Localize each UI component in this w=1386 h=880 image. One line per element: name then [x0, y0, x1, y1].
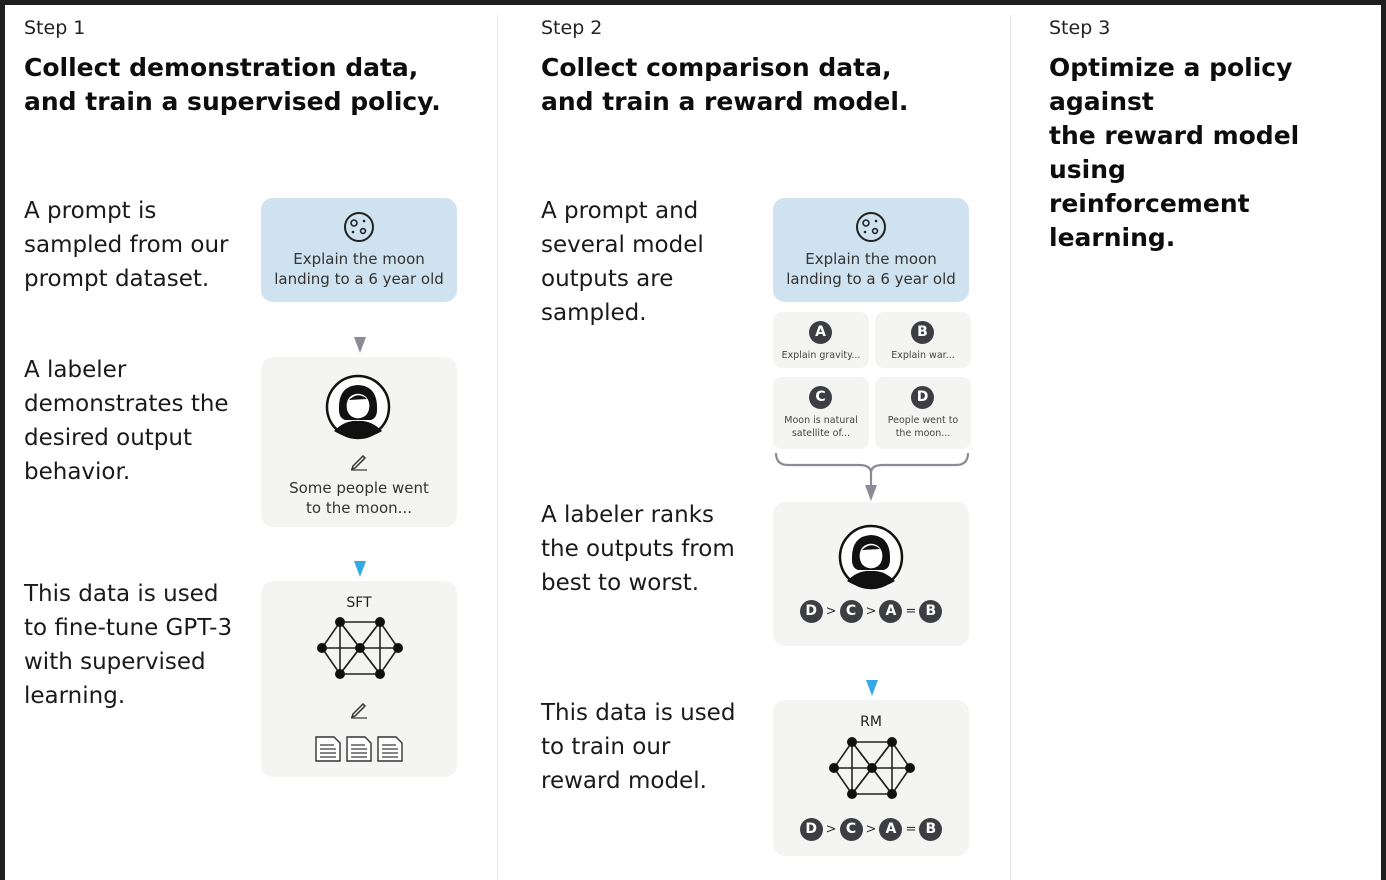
- pencil-icon: [350, 454, 367, 471]
- rank-badge: D: [799, 599, 823, 623]
- ranking-sequence: D > C > A = B: [773, 817, 969, 841]
- prompt-text: Explain the moon landing to a 6 year old: [786, 250, 956, 288]
- step-description: A labeler demonstrates the desired outpu…: [24, 357, 229, 485]
- rank-badge: C: [839, 599, 863, 623]
- step-description: A prompt is sampled from our prompt data…: [24, 198, 229, 292]
- step-title: Collect demonstration data, and train a …: [24, 53, 441, 116]
- step-label: Step 3: [1049, 17, 1111, 39]
- output-text: Explain war...: [891, 350, 955, 361]
- rank-badge: A: [879, 817, 903, 841]
- output-letter-badge: A: [809, 321, 832, 344]
- column-divider: [497, 15, 498, 880]
- labeler-avatar-icon: [838, 524, 904, 590]
- down-arrow-icon: [354, 561, 366, 577]
- prompt-card: Explain the moon landing to a 6 year old: [261, 198, 457, 302]
- rank-badge: B: [919, 817, 943, 841]
- rank-operator: >: [825, 603, 837, 619]
- step-title: Optimize a policy against the reward mod…: [1049, 53, 1300, 252]
- rank-badge: C: [839, 817, 863, 841]
- down-arrow-icon: [354, 337, 366, 353]
- rank-operator: >: [865, 821, 877, 837]
- pencil-icon: [350, 702, 367, 719]
- output-text: People went to the moon...: [887, 415, 959, 439]
- prompt-text: Explain the moon landing to a 6 year old: [274, 250, 444, 288]
- rank-badge: B: [919, 599, 943, 623]
- demonstration-card: Some people went to the moon...: [261, 357, 457, 527]
- output-letter-badge: C: [809, 386, 832, 409]
- step-description: This data is used to train our reward mo…: [541, 700, 736, 794]
- sft-model-card: SFT: [261, 581, 457, 777]
- ranking-sequence: D > C > A = B: [773, 599, 969, 623]
- output-letter-badge: D: [911, 386, 934, 409]
- column-divider: [1010, 15, 1011, 880]
- step-description: This data is used to fine-tune GPT-3 wit…: [24, 581, 233, 709]
- output-card-d: D People went to the moon...: [875, 377, 971, 449]
- moon-icon: [344, 212, 374, 242]
- ranking-card: D > C > A = B: [773, 502, 969, 646]
- bracket-merge-icon: [774, 452, 970, 501]
- moon-icon: [856, 212, 886, 242]
- step-label: Step 2: [541, 17, 603, 39]
- rank-badge: A: [879, 599, 903, 623]
- output-card-b: B Explain war...: [875, 312, 971, 368]
- demonstration-text: Some people went to the moon...: [289, 479, 429, 517]
- rank-operator: >: [865, 603, 877, 619]
- neural-network-icon: [829, 737, 915, 799]
- rank-operator: >: [825, 821, 837, 837]
- output-card-c: C Moon is natural satellite of...: [773, 377, 869, 449]
- down-arrow-icon: [866, 680, 878, 696]
- step-label: Step 1: [24, 17, 86, 39]
- model-label: RM: [860, 714, 882, 730]
- labeler-avatar-icon: [325, 374, 391, 440]
- rlhf-diagram: Step 1 Collect demonstration data, and t…: [5, 5, 1381, 880]
- step-description: A prompt and several model outputs are s…: [541, 198, 704, 326]
- prompt-card: Explain the moon landing to a 6 year old: [773, 198, 969, 302]
- rm-model-card: RM D > C > A = B: [773, 700, 969, 856]
- output-text: Moon is natural satellite of...: [784, 415, 858, 439]
- model-label: SFT: [346, 595, 372, 611]
- rank-badge: D: [799, 817, 823, 841]
- output-letter-badge: B: [911, 321, 934, 344]
- rank-operator: =: [905, 821, 917, 837]
- step-title: Collect comparison data, and train a rew…: [541, 53, 909, 116]
- output-text: Explain gravity...: [781, 350, 861, 361]
- document-icon: [315, 736, 403, 762]
- rank-operator: =: [905, 603, 917, 619]
- step-description: A labeler ranks the outputs from best to…: [541, 502, 735, 596]
- neural-network-icon: [317, 617, 403, 679]
- output-card-a: A Explain gravity...: [773, 312, 869, 368]
